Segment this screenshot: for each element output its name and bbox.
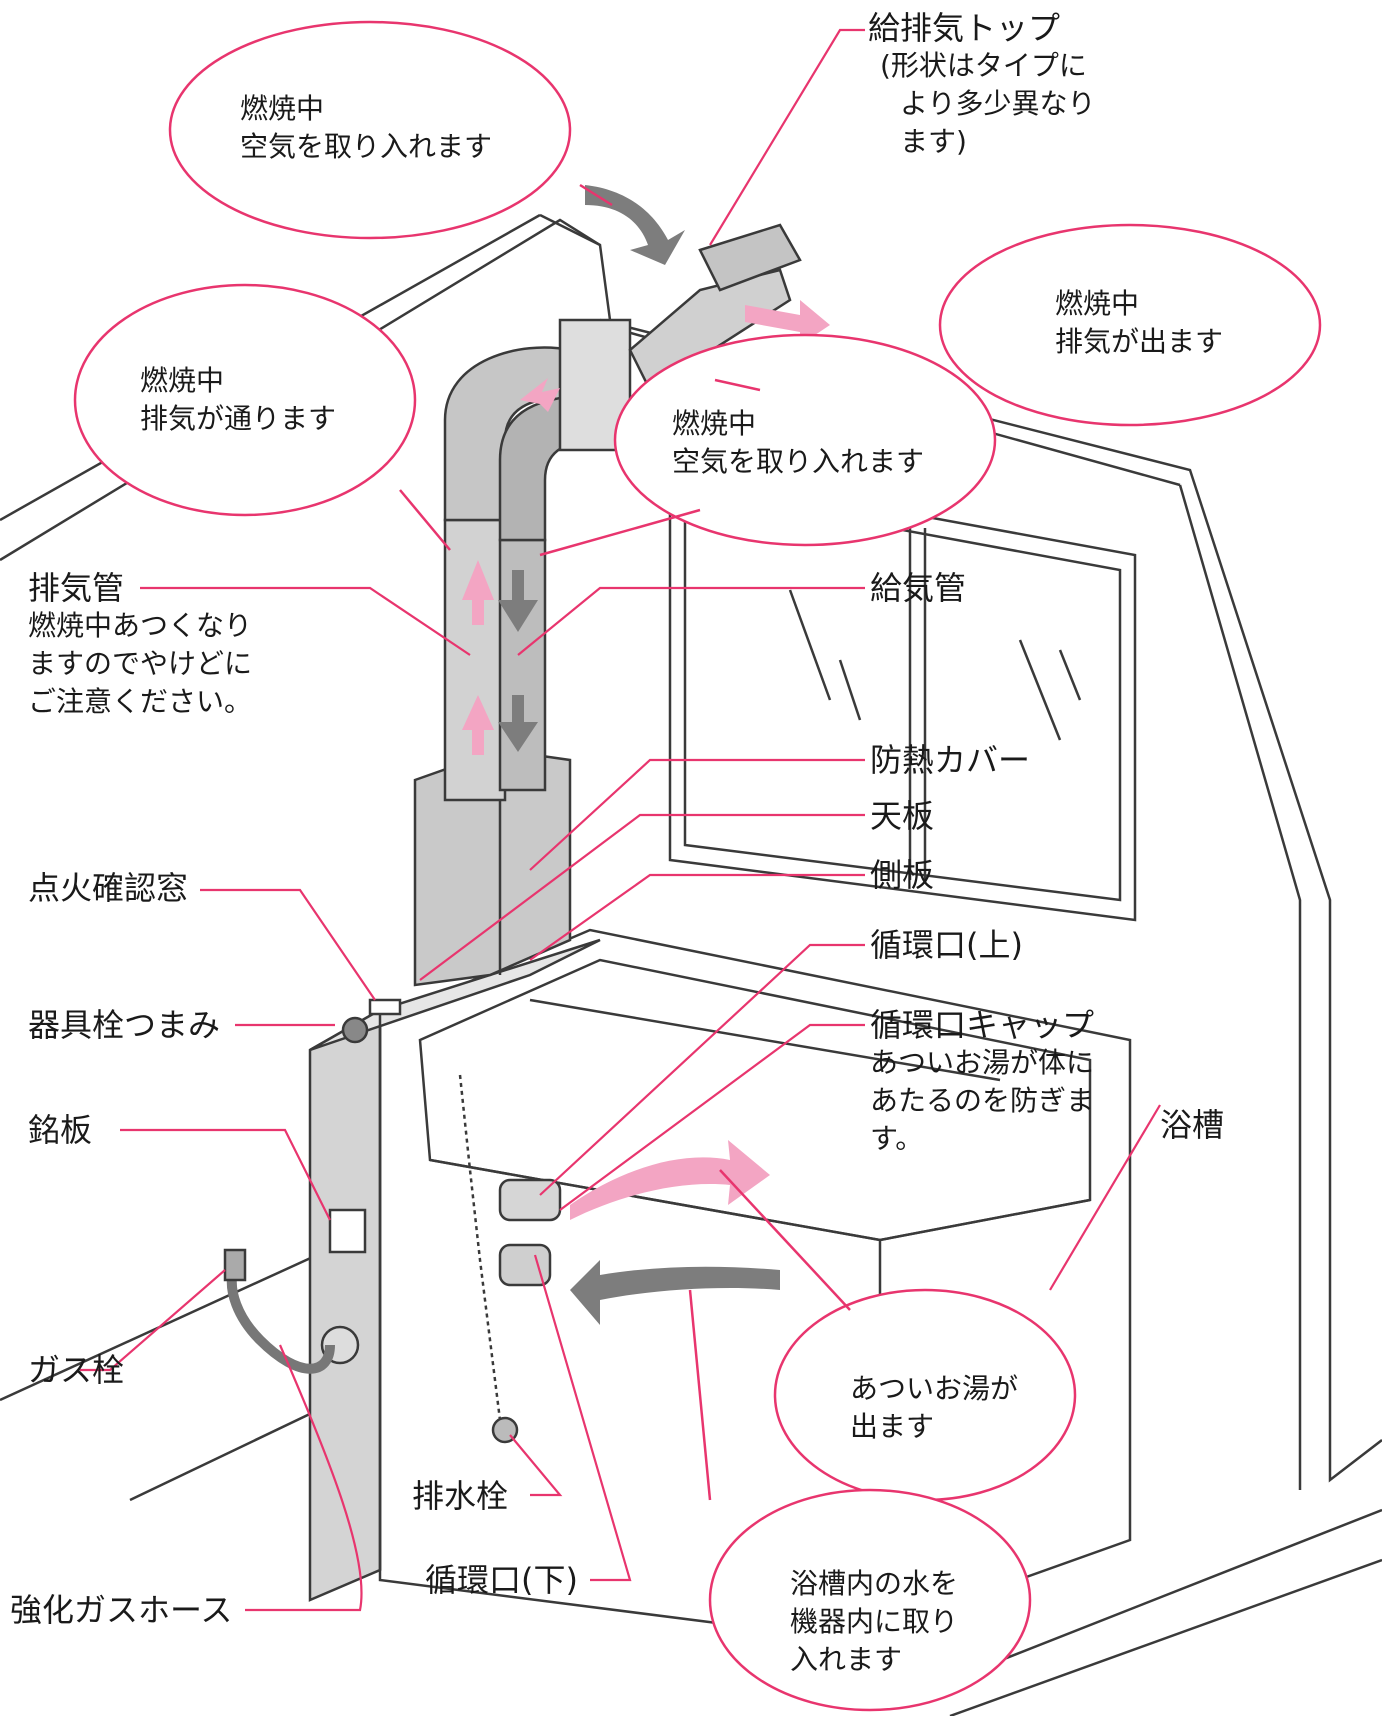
bubble-intake-top-line2: 空気を取り入れます (240, 130, 493, 163)
exhaust-pipe-label: 排気管 (28, 569, 125, 607)
gas-tap-label: ガス栓 (28, 1351, 125, 1389)
bubble-hot-water-line1: あついお湯が (850, 1372, 1019, 1405)
bubble-water-in-line1: 浴槽内の水を (790, 1567, 959, 1600)
window (668, 468, 1137, 922)
gas-hose-label: 強化ガスホース (10, 1591, 233, 1629)
leader-lines (80, 28, 1161, 1612)
speech-bubbles (73, 20, 1322, 1712)
bubble-exhaust-pass-line2: 排気が通ります (140, 402, 337, 435)
heater-unit (308, 938, 601, 1602)
top-vent-note-2: より多少異なり (900, 87, 1096, 120)
top-panel-label: 天板 (870, 797, 935, 835)
bubble-water-in-line2: 機器内に取り (790, 1605, 959, 1638)
circulation-cap-label: 循環口キャップ (870, 1006, 1095, 1044)
side-panel-label: 側板 (870, 856, 935, 894)
bubble-hot-water-line2: 出ます (850, 1410, 935, 1443)
circulation-cap-note-3: す。 (870, 1122, 924, 1155)
valve-knob-label: 器具栓つまみ (28, 1006, 221, 1044)
drain-plug-label: 排水栓 (412, 1477, 509, 1515)
top-vent-label: 給排気トップ (868, 9, 1061, 47)
exhaust-pipe-note-3: ご注意ください。 (28, 685, 253, 718)
bubble-intake-mid-line2: 空気を取り入れます (672, 445, 925, 478)
ignition-window-label: 点火確認窓 (28, 869, 189, 907)
heat-cover-label: 防熱カバー (870, 741, 1031, 779)
top-vent-note-1: (形状はタイプに (880, 49, 1087, 82)
bubble-intake-top-line1: 燃焼中 (240, 92, 325, 125)
supply-pipe-label: 給気管 (870, 569, 967, 607)
circulation-cap-note-2: あたるのを防ぎま (870, 1084, 1095, 1117)
circulation-lower-label: 循環口(下) (425, 1561, 578, 1599)
nameplate-label: 銘板 (28, 1111, 93, 1149)
circulation-upper-label: 循環口(上) (870, 926, 1023, 964)
exhaust-pipe-note-1: 燃焼中あつくなり (28, 609, 253, 642)
bathtub-label: 浴槽 (1160, 1106, 1225, 1144)
bubble-intake-mid-line1: 燃焼中 (672, 407, 757, 440)
bubble-exhaust-out-line1: 燃焼中 (1055, 287, 1140, 320)
circulation-cap-note-1: あついお湯が体に (870, 1046, 1095, 1079)
top-vent-note-3: ます) (900, 125, 967, 158)
gas-hose (223, 1248, 335, 1374)
bubble-water-in-line3: 入れます (790, 1643, 903, 1676)
bubble-exhaust-pass-line1: 燃焼中 (140, 364, 225, 397)
exhaust-pipe-note-2: ますのでやけどに (28, 647, 253, 680)
bubble-exhaust-out-line2: 排気が出ます (1055, 325, 1224, 358)
